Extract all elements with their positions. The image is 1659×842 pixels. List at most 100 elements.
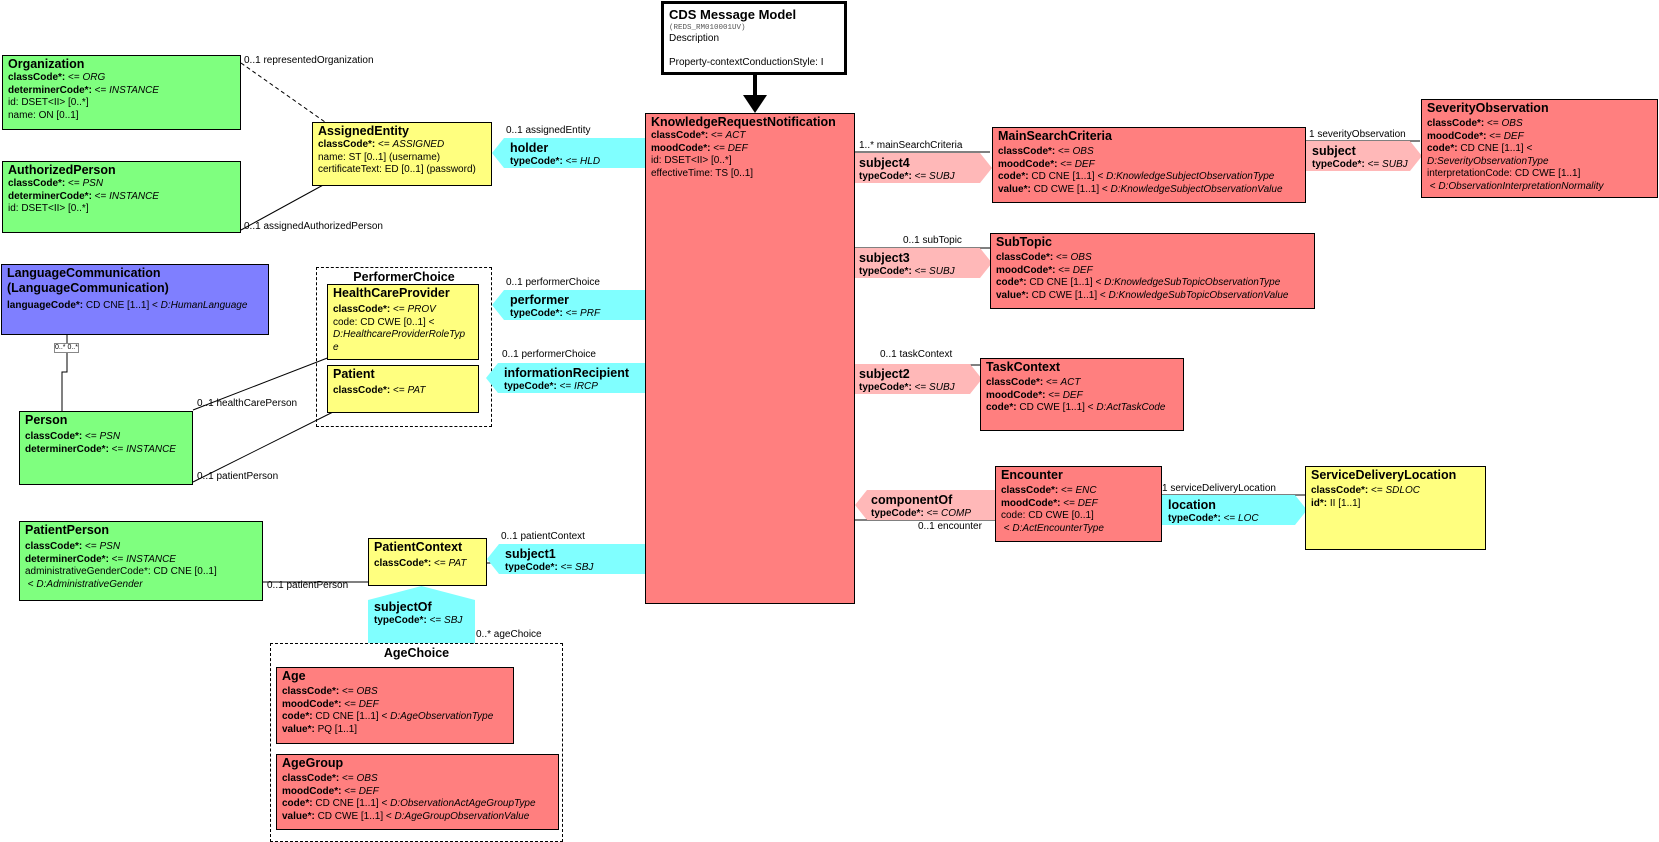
patient-person-class[interactable]: PatientPerson classCode*: <= PSN determi… (19, 521, 263, 601)
attr-row: id: DSET<II> [0..*] (651, 155, 732, 166)
subjectof-association[interactable]: subjectOf typeCode*: <= SBJ (368, 586, 475, 643)
holder-association[interactable]: holder typeCode*: <= HLD (492, 138, 645, 168)
attr-row: classCode*: <= PSN (8, 178, 104, 189)
severity-observation-class[interactable]: SeverityObservation classCode*: <= OBS m… (1421, 99, 1658, 198)
attr-row: effectiveTime: TS [0..1] (651, 167, 754, 179)
attr-row: moodCode*: <= DEF (282, 785, 379, 797)
information-recipient-association[interactable]: informationRecipient typeCode*: <= IRCP (486, 363, 645, 393)
attr-row: code*: CD CWE [1..1] < D:ActTaskCode (986, 402, 1166, 413)
attr-row: name: ON [0..1] (8, 109, 79, 121)
attr-row: moodCode*: <= DEF (996, 264, 1093, 276)
performer-association[interactable]: performer typeCode*: <= PRF (492, 290, 645, 320)
assoc-title: performer (510, 293, 570, 307)
label-task-context: 0..1 taskContext (880, 349, 953, 360)
attr-row: D:SeverityObservationType (1427, 155, 1549, 167)
header-arrowhead (743, 95, 767, 113)
assoc-typecode: typeCode*: <= SBJ (505, 562, 594, 573)
subject3-association[interactable]: subject3 typeCode*: <= SUBJ (855, 248, 992, 278)
message-model-header: CDS Message Model (REDS_RM010001UV) Desc… (661, 1, 847, 75)
attr-row: classCode*: <= OBS (282, 773, 378, 784)
service-delivery-location-class[interactable]: ServiceDeliveryLocation classCode*: <= S… (1305, 466, 1486, 550)
person-class[interactable]: Person classCode*: <= PSN determinerCode… (19, 411, 193, 485)
healthcare-provider-class[interactable]: HealthCareProvider classCode*: <= PROV c… (327, 284, 479, 360)
label-main-search-criteria: 1..* mainSearchCriteria (859, 140, 963, 151)
organization-class[interactable]: Organization classCode*: <= ORG determin… (2, 55, 241, 130)
attr-row: languageCode*: CD CNE [1..1] < D:HumanLa… (7, 300, 248, 311)
patient-context-class[interactable]: PatientContext classCode*: <= PAT (368, 538, 487, 586)
task-context-class[interactable]: TaskContext classCode*: <= ACT moodCode*… (980, 358, 1184, 431)
attr-row: < D:ActEncounterType (1001, 522, 1104, 534)
attr-row: classCode*: <= ACT (986, 377, 1081, 388)
class-title: Person (25, 413, 68, 427)
main-search-criteria-class[interactable]: MainSearchCriteria classCode*: <= OBS mo… (992, 127, 1306, 203)
attr-row: value*: PQ [1..1] (282, 723, 358, 735)
patient-class[interactable]: Patient classCode*: <= PAT (327, 365, 479, 413)
assoc-typecode: typeCode*: <= COMP (871, 508, 972, 519)
location-association[interactable]: location typeCode*: <= LOC (1162, 495, 1307, 525)
encounter-class[interactable]: Encounter classCode*: <= ENC moodCode*: … (995, 466, 1162, 542)
attr-row: interpretationCode: CD CWE [1..1] (1427, 168, 1581, 179)
attr-row: classCode*: <= PSN (25, 541, 121, 552)
attr-row: certificateText: ED [0..1] (password) (318, 164, 476, 175)
componentof-association[interactable]: componentOf typeCode*: <= COMP (855, 490, 996, 520)
attr-row: code: CD CWE [0..1] < (333, 316, 435, 328)
assoc-title: location (1168, 498, 1216, 512)
attr-row: code*: CD CNE [1..1] < (1427, 143, 1533, 154)
attr-row: classCode*: <= OBS (282, 686, 378, 697)
header-id: (REDS_RM010001UV) (669, 24, 746, 32)
attr-row: classCode*: <= SDLOC (1311, 485, 1420, 496)
attr-row: moodCode*: <= DEF (651, 142, 748, 154)
attr-row: < D:AdministrativeGender (25, 578, 143, 590)
label-assigned-authorized-person: 0..1 assignedAuthorizedPerson (244, 221, 383, 232)
attr-row: classCode*: <= ORG (8, 72, 106, 83)
assoc-typecode: typeCode*: <= LOC (1168, 513, 1259, 524)
subject1-association[interactable]: subject1 typeCode*: <= SBJ (487, 544, 645, 574)
language-multiplicity: 0..* 0..* (54, 343, 79, 353)
assoc-typecode: typeCode*: <= SUBJ (859, 171, 955, 182)
class-title: Organization (8, 57, 85, 71)
attr-row: code*: CD CNE [1..1] < D:KnowledgeSubTop… (996, 277, 1281, 288)
assoc-title: subject1 (505, 547, 556, 561)
attr-row: < D:ObservationInterpretationNormality (1427, 180, 1604, 192)
header-style: Property-contextConductionStyle: I (669, 57, 824, 68)
assoc-title: subject (1312, 144, 1356, 158)
attr-row: value*: CD CWE [1..1] < D:AgeGroupObserv… (282, 810, 530, 822)
header-title: CDS Message Model (669, 7, 797, 22)
subject4-association[interactable]: subject4 typeCode*: <= SUBJ (855, 153, 992, 183)
attr-row: moodCode*: <= DEF (998, 158, 1095, 170)
knowledge-request-notification-class[interactable]: KnowledgeRequestNotification classCode*:… (645, 113, 855, 604)
person-patient-line (192, 411, 334, 483)
assoc-title: componentOf (871, 493, 953, 507)
language-person-line (61, 334, 68, 411)
choice-title: AgeChoice (383, 646, 450, 660)
age-group-class[interactable]: AgeGroup classCode*: <= OBS moodCode*: <… (276, 754, 559, 830)
attr-row: code*: CD CNE [1..1] < D:ObservationActA… (282, 798, 536, 809)
class-title: Patient (333, 367, 375, 381)
class-title: KnowledgeRequestNotification (651, 115, 836, 129)
subject2-association[interactable]: subject2 typeCode*: <= SUBJ (855, 364, 982, 394)
label-performer-choice-2: 0..1 performerChoice (502, 349, 596, 360)
subtopic-class[interactable]: SubTopic classCode*: <= OBS moodCode*: <… (990, 233, 1315, 309)
class-title: PatientContext (374, 540, 463, 554)
attr-row: classCode*: <= OBS (998, 146, 1094, 157)
label-healthcare-person: 0..1 healthCarePerson (197, 398, 298, 409)
assigned-entity-class[interactable]: AssignedEntity classCode*: <= ASSIGNED n… (312, 122, 492, 186)
attr-row: id: DSET<II> [0..*] (8, 203, 89, 214)
language-communication-class[interactable]: LanguageCommunication (LanguageCommunica… (1, 264, 269, 335)
subject-association[interactable]: subject typeCode*: <= SUBJ (1306, 141, 1422, 171)
assoc-title: subject2 (859, 367, 910, 381)
authorized-person-class[interactable]: AuthorizedPerson classCode*: <= PSN dete… (2, 161, 241, 233)
attr-row: determinerCode*: <= INSTANCE (8, 84, 159, 96)
header-description: Description (669, 33, 720, 44)
class-title: SeverityObservation (1427, 101, 1549, 115)
attr-row: classCode*: <= OBS (1427, 118, 1523, 129)
assoc-typecode: typeCode*: <= SBJ (374, 615, 463, 626)
label-patient-person: 0..1 patientPerson (197, 471, 279, 482)
assoc-typecode: typeCode*: <= SUBJ (859, 382, 955, 393)
attr-row: D:HealthcareProviderRoleTyp (333, 329, 466, 340)
attr-row: id*: II [1..1] (1311, 497, 1361, 509)
attr-row: moodCode*: <= DEF (1427, 130, 1524, 142)
class-title: AssignedEntity (318, 124, 409, 138)
age-class[interactable]: Age classCode*: <= OBS moodCode*: <= DEF… (276, 667, 514, 744)
attr-row: determinerCode*: <= INSTANCE (25, 443, 176, 455)
